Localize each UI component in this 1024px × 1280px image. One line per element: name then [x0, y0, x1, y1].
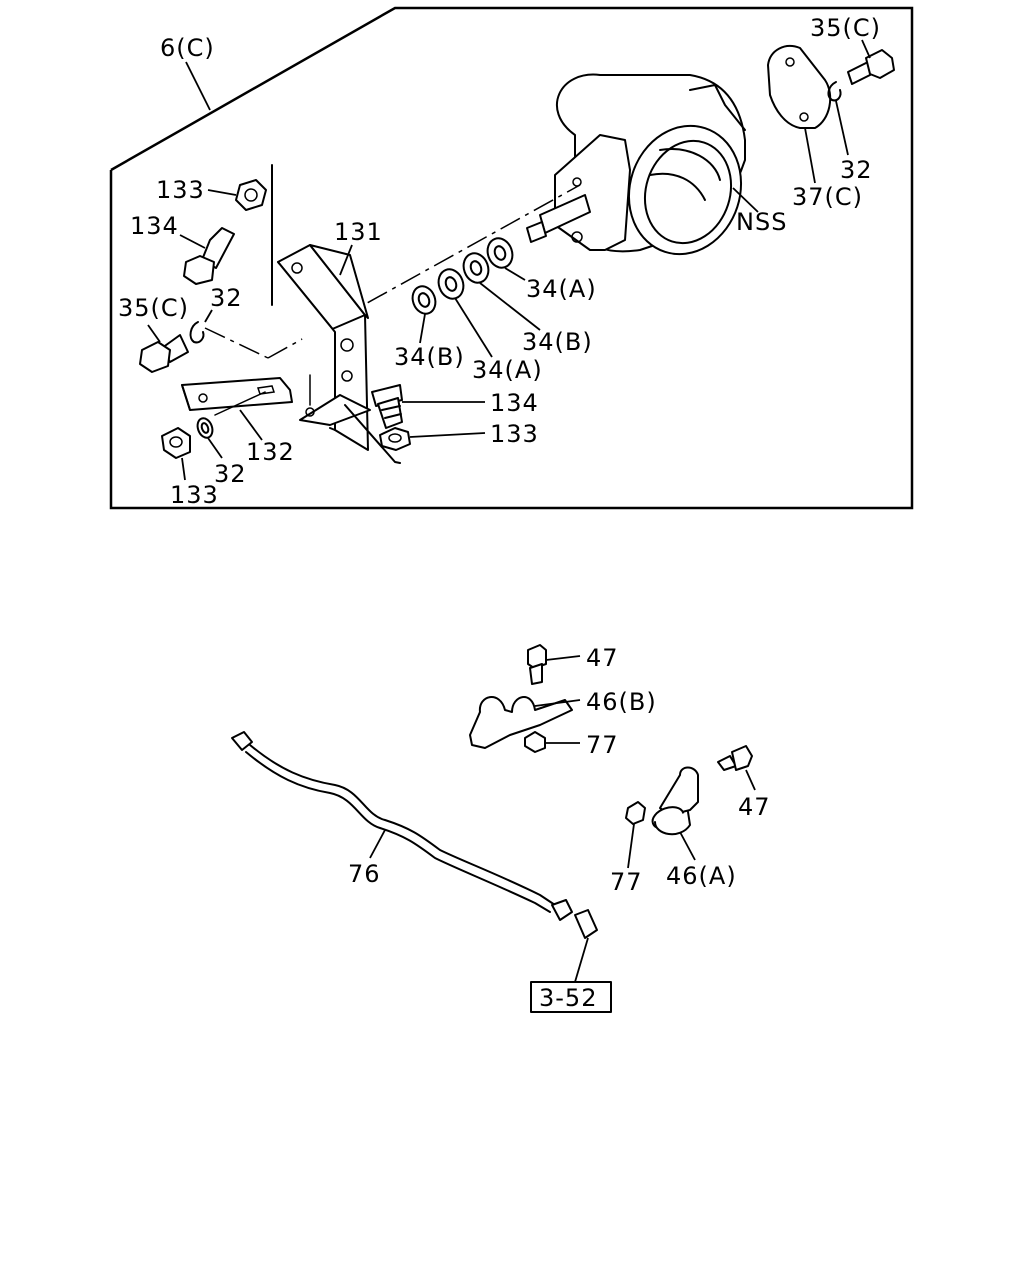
label-washer-34b-right: 34(B): [522, 328, 593, 356]
bolt-47-right-part: [717, 745, 756, 791]
nut-133-lower-left-part: [161, 427, 191, 481]
label-washer-34a-right: 34(A): [526, 275, 597, 303]
bolt-35c-left-part: [139, 324, 189, 373]
label-washer-32-left: 32: [210, 284, 243, 312]
washer-34a-right-part: [486, 237, 526, 281]
housing-nss: [526, 73, 759, 256]
label-clip-46b: 46(B): [586, 688, 657, 716]
washer-34b-left-part: [411, 285, 437, 344]
bolt-35c-top: [847, 39, 895, 85]
nut-77-top-part: [524, 731, 580, 753]
label-plate-132: 132: [246, 438, 295, 466]
nut-133-upper-part: [207, 179, 267, 211]
label-pipe-76: 76: [348, 860, 381, 888]
bracket-131: [271, 164, 401, 464]
label-nut-133-upper: 133: [156, 176, 205, 204]
label-nut-133-lower-left: 133: [170, 481, 219, 509]
nut-77-right-part: [625, 801, 646, 869]
clip-46b-part: [469, 696, 581, 749]
label-bolt-134-lower: 134: [490, 389, 539, 417]
label-nut-77-top: 77: [586, 731, 619, 759]
label-bolt-35c-top: 35(C): [810, 14, 881, 42]
label-washer-34a-left: 34(A): [472, 356, 543, 384]
washer-32-top: [827, 81, 849, 156]
label-cover-37c: 37(C): [792, 183, 863, 211]
washer-32-left-part: [189, 309, 213, 344]
label-washer-32-top: 32: [840, 156, 873, 184]
bolt-134-upper-part: [179, 227, 235, 285]
label-bolt-134-upper: 134: [130, 212, 179, 240]
washer-32-lower-part: [196, 417, 223, 459]
label-washer-32-lower: 32: [214, 460, 247, 488]
label-washer-34b-left: 34(B): [394, 343, 465, 371]
washer-34a-left-part: [437, 268, 493, 358]
clip-46a-part: [651, 766, 699, 861]
plate-132: [181, 377, 293, 441]
pipe-76: [231, 731, 598, 983]
label-nut-77-right: 77: [610, 868, 643, 896]
label-bolt-47-right: 47: [738, 793, 771, 821]
label-housing-nss: NSS: [736, 208, 787, 236]
group-6c-frame: [109, 6, 914, 510]
label-clip-46a: 46(A): [666, 862, 737, 890]
washer-34b-right-part: [462, 252, 541, 331]
label-nut-133-lower-right: 133: [490, 420, 539, 448]
assembly-axis-left: [204, 327, 269, 359]
nut-133-lower-right-part: [379, 427, 486, 451]
ref-3-52-box: [530, 981, 612, 1013]
label-group-6c: 6(C): [160, 34, 215, 62]
label-bolt-47-top: 47: [586, 644, 619, 672]
label-bolt-35c-left: 35(C): [118, 294, 189, 322]
label-ref-3-52: 3-52: [539, 984, 597, 1012]
cover-37c: [767, 45, 832, 184]
bolt-47-top-part: [527, 644, 581, 685]
bolt-134-lower-part: [371, 384, 485, 429]
label-bracket-131: 131: [334, 218, 383, 246]
